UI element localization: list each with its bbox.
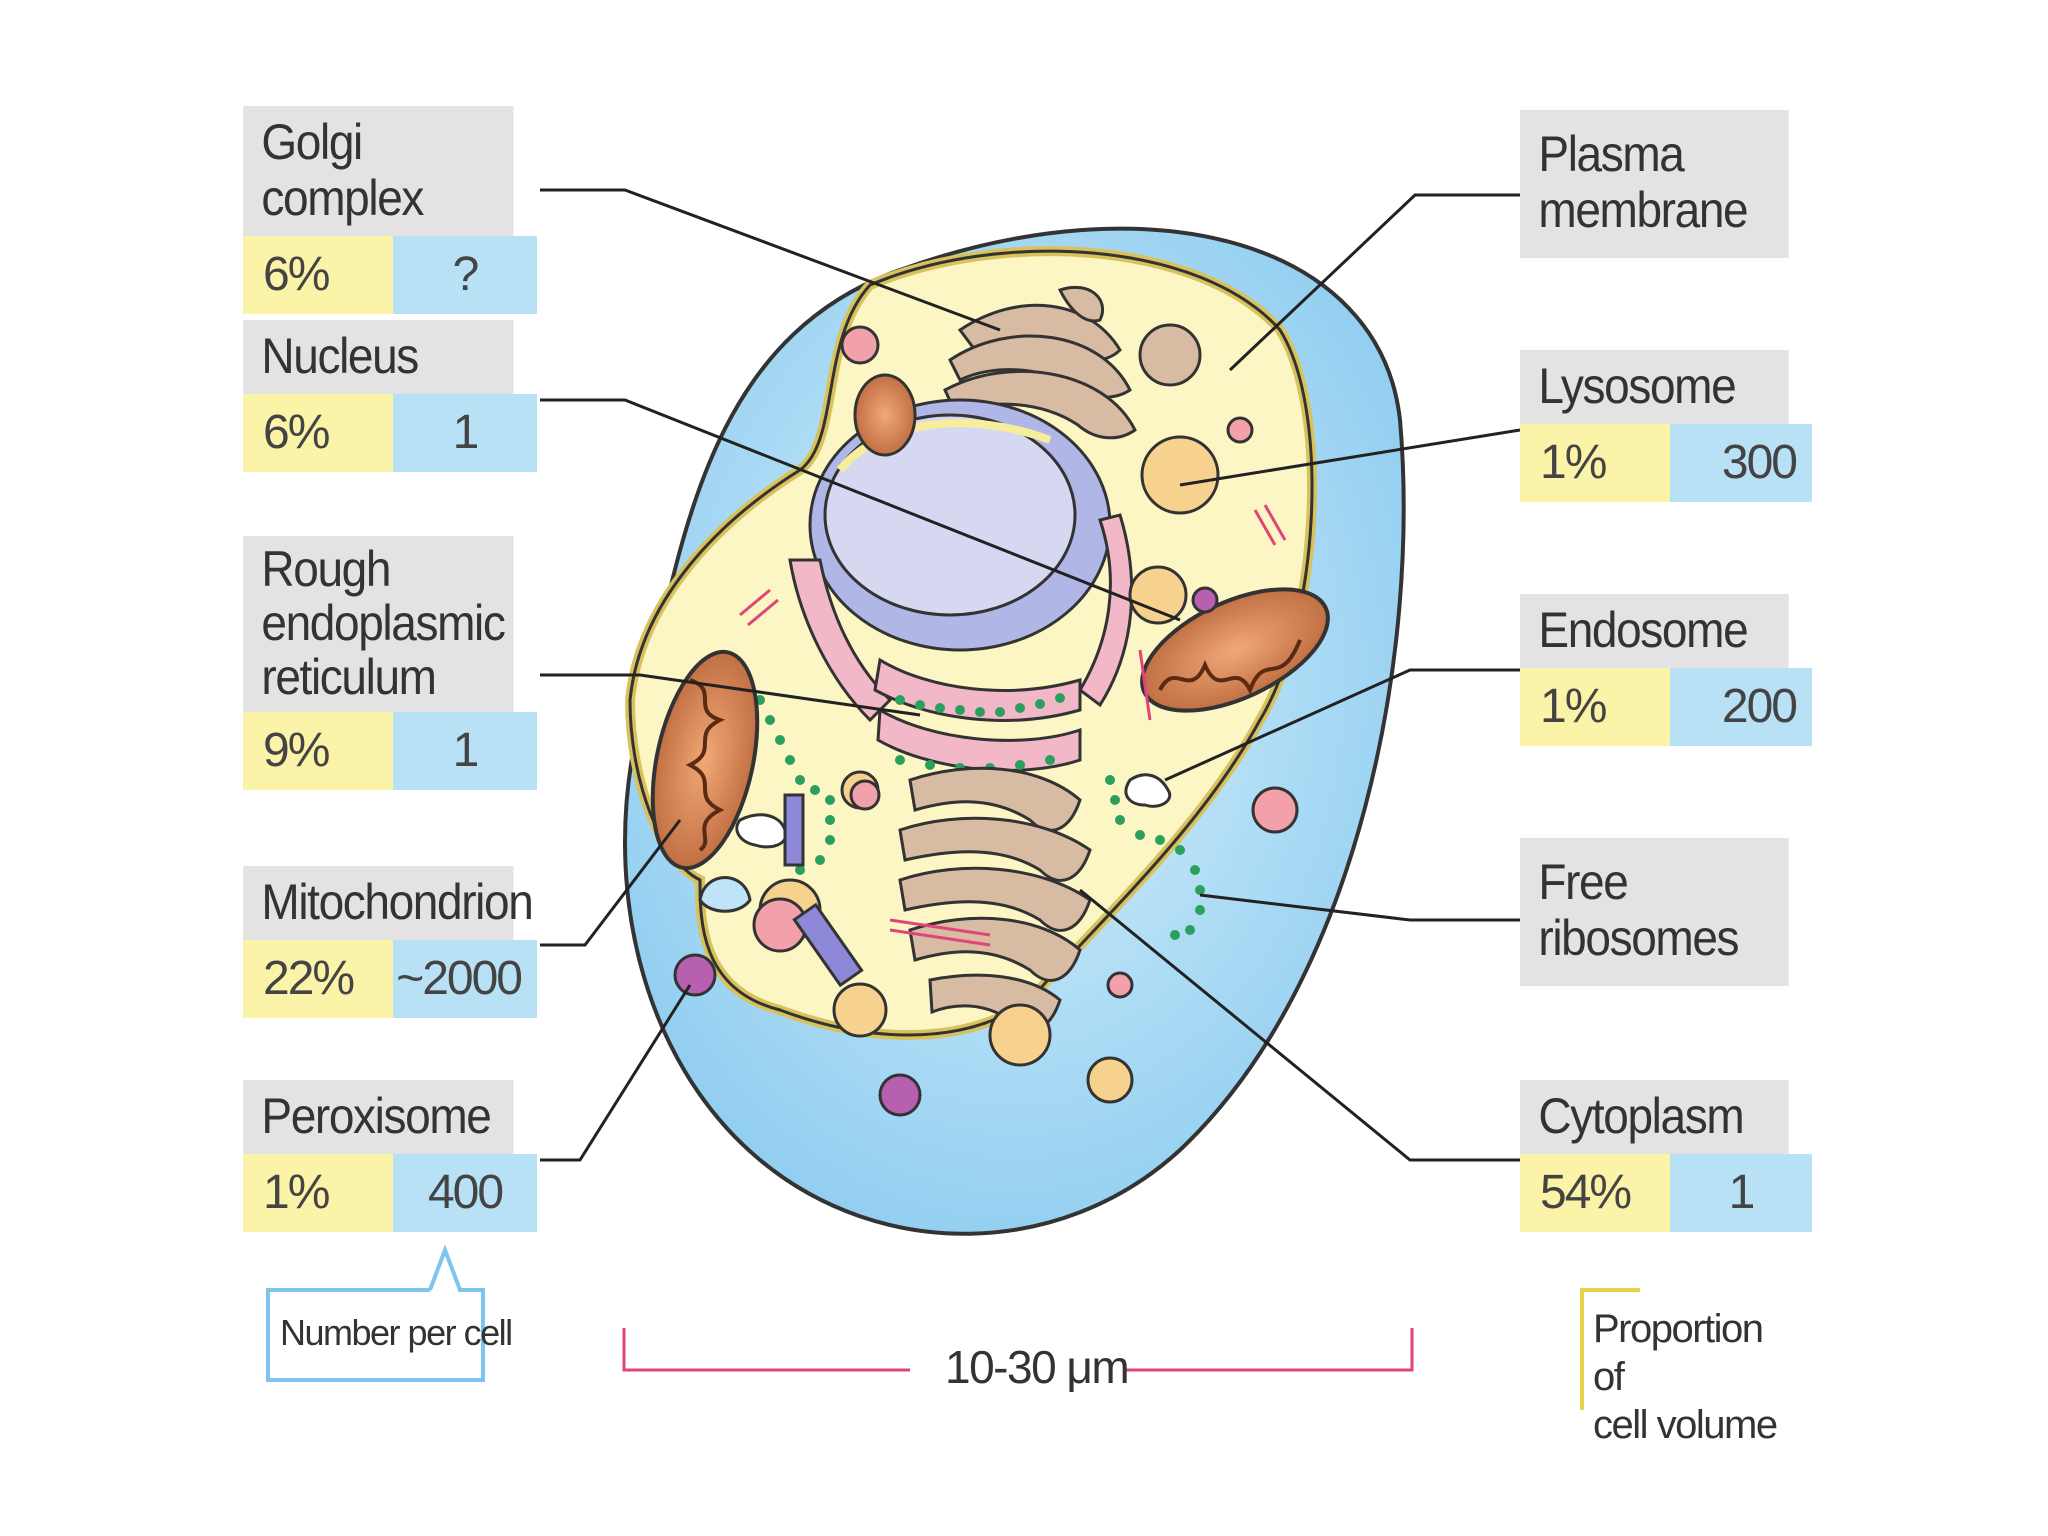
cytoskeleton	[783, 793, 864, 988]
lysosome-label: Lysosome 1% 300	[1520, 350, 1812, 502]
rough-er-shape	[788, 513, 1134, 772]
golgi-leader-line	[540, 188, 1001, 332]
endosome-name: Endosome	[1520, 594, 1789, 668]
endosome-leader-line	[1164, 668, 1520, 782]
plasma-membrane-leader-line	[1228, 193, 1520, 372]
number-callout-frame	[266, 1244, 485, 1382]
vesicles	[673, 323, 1299, 1117]
free-ribosomes-name: Free ribosomes	[1520, 838, 1789, 986]
peroxisome-count: 400	[393, 1154, 537, 1232]
peroxisome-label: Peroxisome 1% 400	[243, 1080, 537, 1232]
peroxisome-shape	[673, 953, 717, 997]
lower-cisternae-shape	[898, 766, 1092, 1032]
cytoplasm-count: 1	[1670, 1154, 1812, 1232]
rough-er-count: 1	[393, 712, 537, 790]
endosome-label: Endosome 1% 200	[1520, 594, 1812, 746]
mitochondrion-small-shape	[853, 373, 917, 457]
leader-lines	[540, 188, 1521, 1162]
scale-bar	[622, 1328, 1414, 1372]
peroxisome-leader-line	[540, 984, 692, 1162]
nucleus-count: 1	[393, 394, 537, 472]
endosome-shape-2	[735, 813, 788, 849]
cytoplasm-label: Cytoplasm 54% 1	[1520, 1080, 1812, 1232]
mitochondrion-label: Mitochondrion 22% ~2000	[243, 866, 537, 1018]
golgi-label: Golgi complex 6% ?	[243, 106, 537, 314]
plasma-membrane-line	[628, 249, 1314, 1037]
nucleus-shape	[823, 413, 1077, 617]
endosome-volume: 1%	[1520, 668, 1670, 746]
endocytic-pit	[698, 876, 752, 913]
microfilaments	[739, 504, 1287, 947]
lysosome-shape	[1140, 435, 1220, 515]
lysosome-volume: 1%	[1520, 424, 1670, 502]
nucleus-leader-line	[540, 398, 1181, 622]
er-ribosome-dots	[895, 693, 1065, 773]
free-ribosomes-label: Free ribosomes	[1520, 838, 1812, 986]
lysosome-name: Lysosome	[1520, 350, 1789, 424]
mitochondrion-count: ~2000	[393, 940, 537, 1018]
cytoplasm-volume: 54%	[1520, 1154, 1670, 1232]
rough-er-leader-line	[540, 673, 921, 717]
cytoplasm-leader-line	[1079, 888, 1520, 1162]
nucleus-label: Nucleus 6% 1	[243, 320, 537, 472]
mitochondrion-volume: 22%	[243, 940, 393, 1018]
nucleus-name: Nucleus	[243, 320, 514, 394]
golgi-complex-shape	[943, 285, 1137, 440]
number-per-cell-legend: Number per cell	[280, 1312, 513, 1353]
plasma-membrane-label: Plasma membrane	[1520, 110, 1812, 258]
mitochondrion-name: Mitochondrion	[243, 866, 534, 940]
endosome-count: 200	[1670, 668, 1812, 746]
mitochondrion-left-shape	[650, 649, 760, 871]
nucleus-volume: 6%	[243, 394, 393, 472]
golgi-count: ?	[393, 236, 537, 314]
proportion-legend: Proportion of cell volume	[1593, 1307, 1778, 1447]
free-ribosomes-leader-line	[1199, 893, 1520, 922]
peroxisome-name: Peroxisome	[243, 1080, 514, 1154]
golgi-name: Golgi complex	[243, 106, 514, 236]
rough-er-label: Rough endoplasmic reticulum 9% 1	[243, 536, 537, 790]
lysosome-leader-line	[1179, 428, 1521, 487]
scale-label: 10-30 μm	[945, 1341, 1130, 1393]
proportion-callout-frame	[1580, 1288, 1640, 1410]
nucleus-rim	[836, 419, 1052, 473]
cytoplasm-name: Cytoplasm	[1520, 1080, 1789, 1154]
endosome-shape	[1124, 773, 1172, 808]
lysosome-count: 300	[1670, 424, 1812, 502]
free-ribosome-chains	[755, 695, 1205, 940]
plasma-membrane-name: Plasma membrane	[1520, 110, 1789, 258]
rough-er-volume: 9%	[243, 712, 393, 790]
rough-er-name: Rough endoplasmic reticulum	[243, 536, 514, 712]
mitochondrion-leader-line	[540, 819, 682, 947]
golgi-volume: 6%	[243, 236, 393, 314]
peroxisome-volume: 1%	[243, 1154, 393, 1232]
